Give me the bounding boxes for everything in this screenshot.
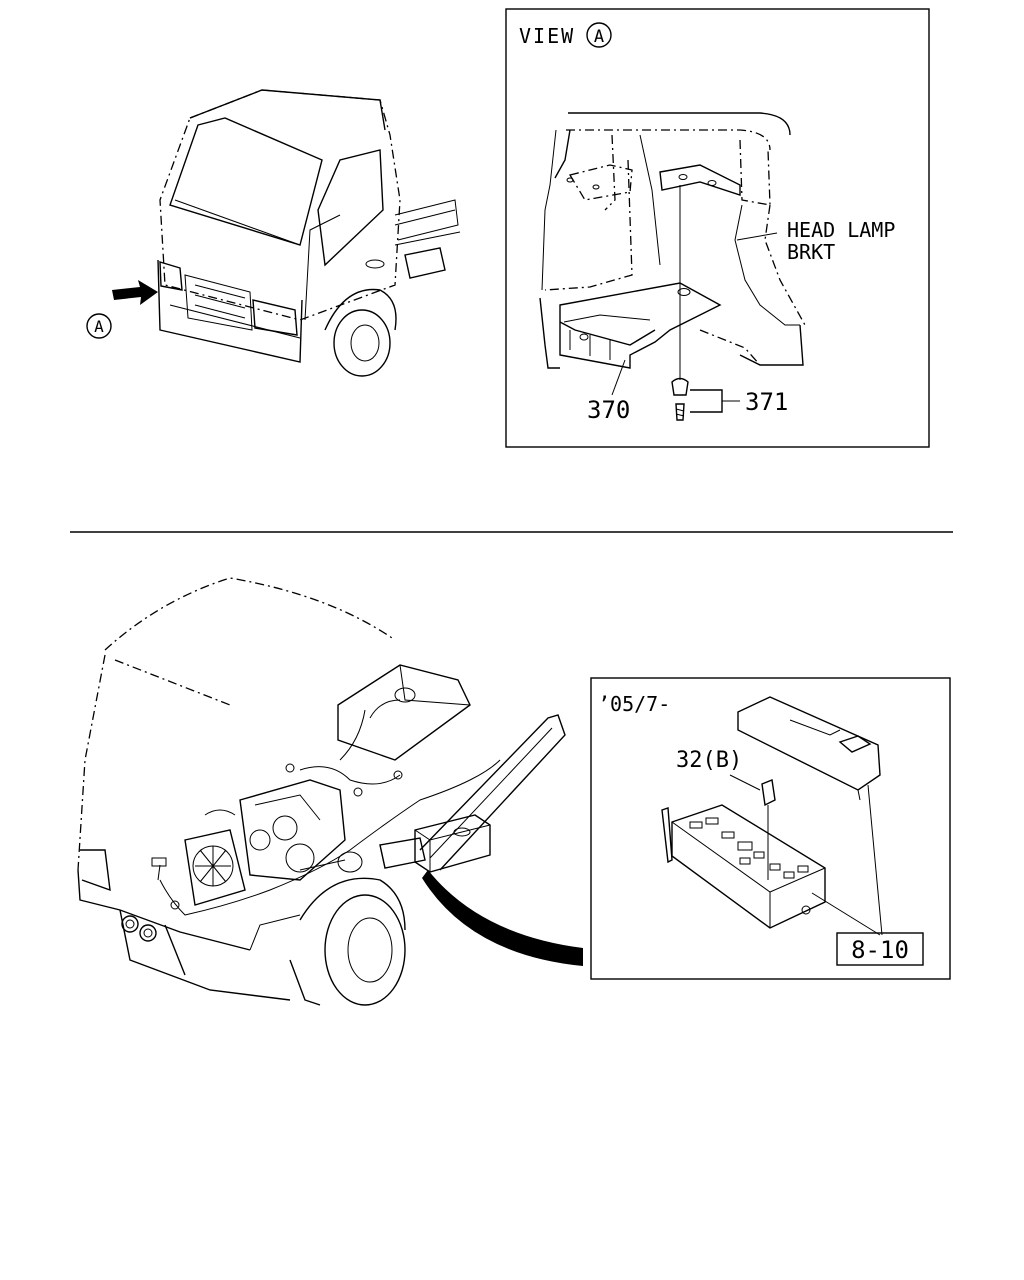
head-lamp-label-line2: BRKT <box>787 240 835 264</box>
engine-bay-drawing <box>77 577 583 1006</box>
view-arrow-icon <box>112 280 158 305</box>
inset-date-label: ’05/7- <box>598 692 670 716</box>
head-lamp-label-line1: HEAD LAMP <box>787 218 895 242</box>
view-a-circle-icon <box>586 22 612 48</box>
part-32b-label: 32(B) <box>676 748 742 773</box>
part-370-label: 370 <box>587 396 630 424</box>
truck-marker-a: A <box>94 317 104 336</box>
relay-box-cover <box>737 696 881 791</box>
relay-box-inset: ’05/7- 32(B) 8-1 <box>590 677 951 980</box>
inset-callout-pointer <box>422 870 583 966</box>
ref-box <box>836 932 924 966</box>
view-a-panel: VIEW A <box>505 8 930 448</box>
view-a-title: VIEW <box>519 24 575 48</box>
fuse-slots <box>689 817 809 879</box>
relay-icon <box>761 779 776 807</box>
inset-frame <box>590 677 951 980</box>
clip-icon <box>671 377 689 396</box>
ref-8-10-label: 8-10 <box>851 936 909 964</box>
truck-cab-drawing: A <box>86 89 461 377</box>
screw-icon <box>675 403 685 421</box>
view-a-frame <box>505 8 930 448</box>
marker-a-circle-icon <box>86 313 112 339</box>
view-a-marker: A <box>594 27 604 47</box>
part-371-label: 371 <box>745 388 788 416</box>
